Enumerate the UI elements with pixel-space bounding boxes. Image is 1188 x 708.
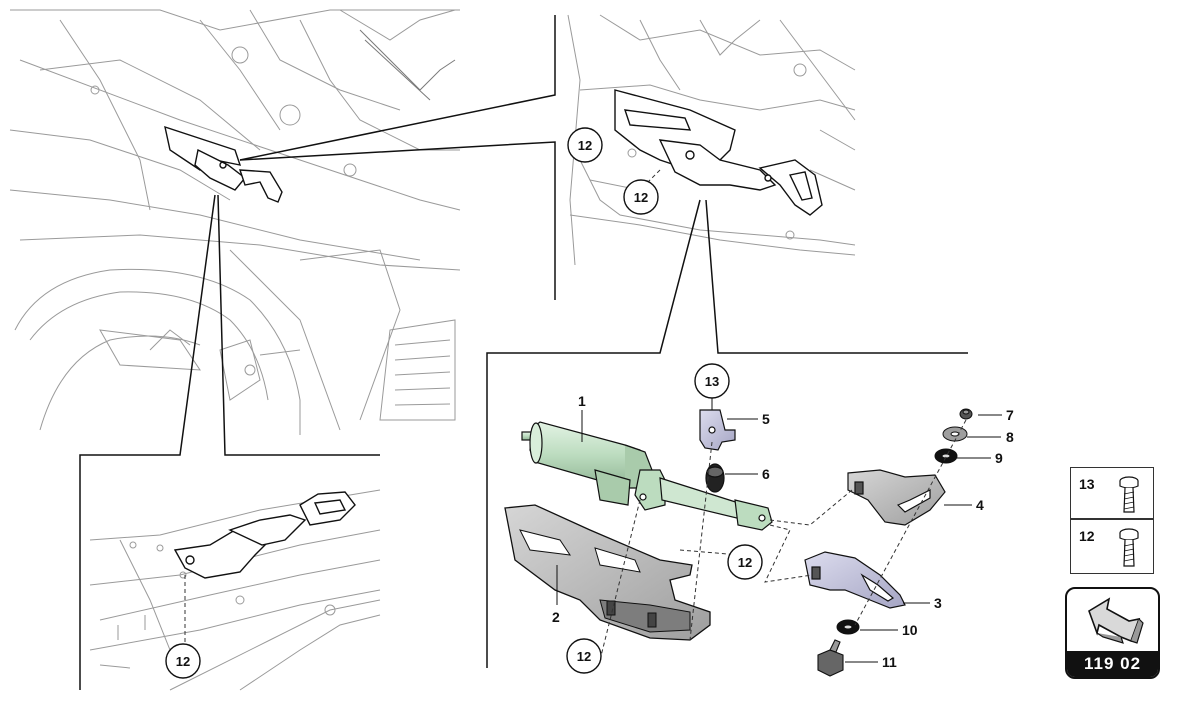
part-1-actuator [521, 421, 773, 531]
ref-circle-12-a: 12 [567, 127, 603, 163]
part-2-mounting-plate [504, 504, 711, 641]
view-leader-lines [79, 15, 968, 690]
part-label-1: 1 [578, 393, 586, 409]
part-leaders [556, 410, 1002, 663]
svg-text:12: 12 [577, 649, 591, 664]
part-5-clip [699, 409, 736, 451]
ref-circle-12-c: 12 [165, 643, 201, 679]
ref-circle-12-d: 12 [727, 544, 763, 580]
screw-icon [1119, 528, 1139, 567]
part-label-7: 7 [1006, 407, 1014, 423]
part-label-5: 5 [762, 411, 770, 427]
part-4-bracket [847, 469, 946, 526]
reference-callouts: 12 12 12 12 12 13 [165, 127, 763, 679]
part-label-6: 6 [762, 466, 770, 482]
svg-text:12: 12 [634, 190, 648, 205]
screw-icon [1119, 476, 1139, 513]
part-label-9: 9 [995, 450, 1003, 466]
part-3-bracket [804, 551, 906, 609]
part-10-washer [836, 619, 860, 635]
part-label-2: 2 [552, 609, 560, 625]
svg-text:12: 12 [176, 654, 190, 669]
ref-circle-12-e: 12 [566, 638, 602, 674]
part-label-10: 10 [902, 622, 918, 638]
legend-screw-12: 12 [1070, 519, 1154, 574]
part-label-8: 8 [1006, 429, 1014, 445]
arrow-icon [1088, 597, 1144, 644]
legend-screw-13: 13 [1070, 467, 1154, 519]
page-number: 119 02 [1067, 651, 1158, 677]
detail-view-lower [89, 489, 381, 691]
part-label-4: 4 [976, 497, 984, 513]
part-6-bush [705, 463, 725, 493]
part-8-washer [942, 426, 968, 442]
legend-label-13: 13 [1079, 476, 1095, 492]
part-11-bolt [817, 639, 844, 677]
svg-text:12: 12 [738, 555, 752, 570]
svg-text:13: 13 [705, 374, 719, 389]
legend-label-12: 12 [1079, 528, 1095, 544]
actuator-location-overview [164, 125, 283, 203]
actuator-detail-installed [614, 89, 823, 216]
part-7-nut [959, 408, 973, 420]
ref-circle-13: 13 [694, 363, 730, 410]
part-9-washer [934, 448, 958, 464]
svg-text:12: 12 [578, 138, 592, 153]
vehicle-overview-view [9, 9, 461, 435]
part-number-labels: 1 2 3 4 5 6 7 8 9 10 11 [552, 393, 1014, 670]
page-number-badge: 119 02 [1065, 587, 1160, 679]
part-label-11: 11 [882, 654, 897, 670]
part-label-3: 3 [934, 595, 942, 611]
ref-circle-12-b: 12 [623, 179, 659, 215]
actuator-detail-lower [173, 491, 356, 579]
